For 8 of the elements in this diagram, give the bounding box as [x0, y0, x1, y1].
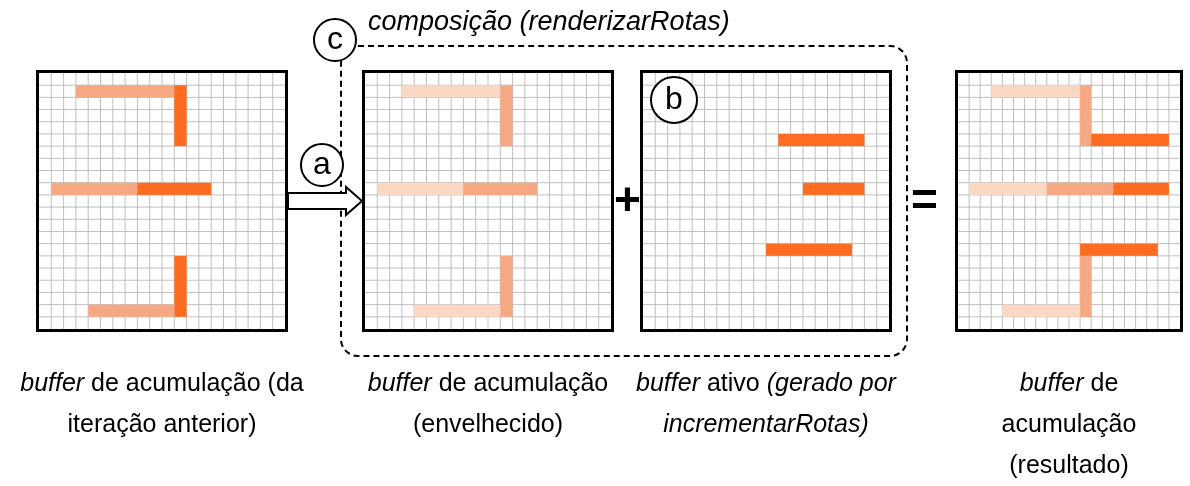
panel-caption: buffer de acumulação (envelhecido) — [366, 367, 610, 439]
panel-caption: buffer de acumulação (resultado) — [1000, 367, 1138, 480]
panel-caption: buffer de acumulação (da iteração anterior) — [19, 367, 305, 439]
region-heading: composição (renderizarRotas) — [368, 5, 730, 38]
operator-symbol: + — [614, 176, 641, 222]
panel-caption: buffer ativo (gerado por incrementarRotas) — [635, 367, 898, 439]
block-arrow — [287, 184, 364, 218]
operator-symbol: = — [911, 176, 938, 222]
